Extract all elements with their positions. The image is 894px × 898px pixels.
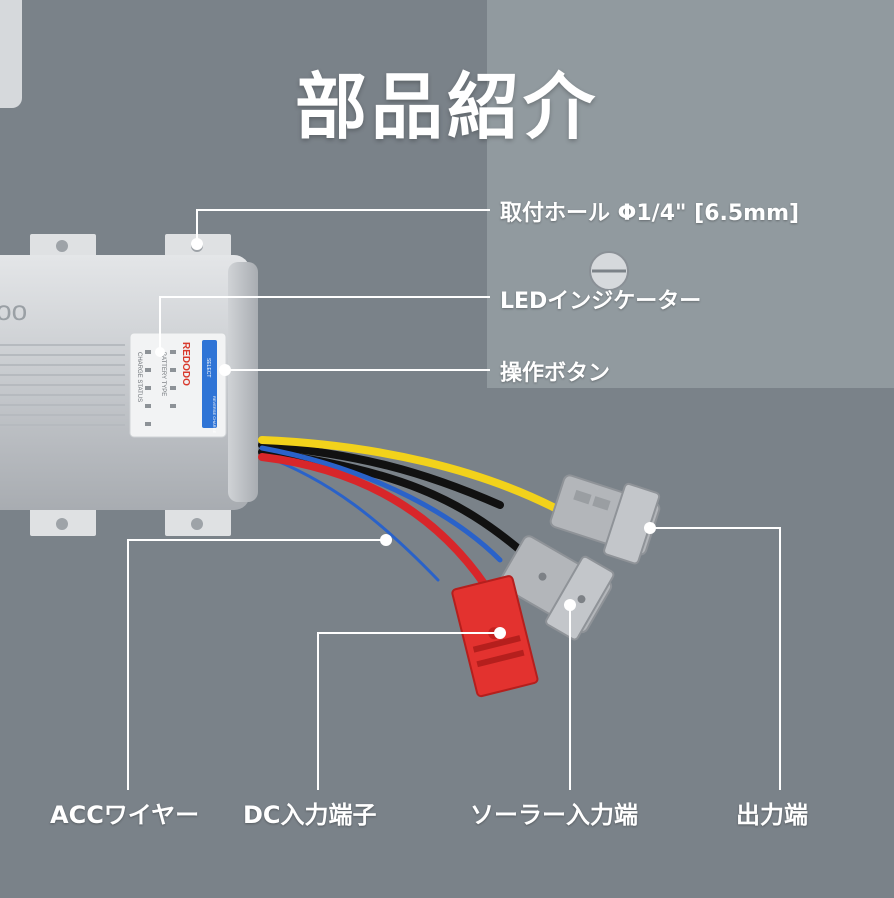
callout-acc-wire: ACCワイヤー [50, 801, 200, 829]
housing-ribs [0, 344, 125, 426]
callout-line-led [159, 296, 490, 352]
callout-dots [155, 238, 656, 639]
callout-dc-input: DC入力端子 [243, 801, 377, 829]
callout-line-acc [127, 539, 386, 790]
callout-mounting-hole: 取付ホール Φ1/4" [6.5mm] [500, 201, 800, 226]
callout-operation-button: 操作ボタン [500, 361, 611, 386]
charge-status-text: CHARGE STATUS [136, 352, 142, 402]
callout-line-mounting-hole [196, 209, 490, 244]
wire-blue [259, 445, 503, 563]
wire-acc-blue [260, 453, 440, 582]
callout-line-output [650, 527, 781, 790]
select-button-label: SELECT [205, 358, 211, 377]
corner-panel [0, 0, 22, 108]
housing-logo-fragment: oo [0, 295, 27, 326]
callout-output: 出力端 [736, 801, 808, 829]
page-title: 部品紹介 [294, 65, 599, 149]
charger-housing [0, 255, 250, 510]
brand-logo: REDODO [180, 342, 191, 386]
wire-black-1 [258, 441, 504, 509]
wire-red [258, 453, 489, 589]
battery-type-text: BATTERY TYPE [160, 352, 166, 396]
output-connector [549, 474, 661, 565]
led-indicator-icon [145, 350, 176, 426]
solar-input-connector [498, 535, 615, 641]
callout-line-dc [317, 632, 500, 790]
wall-screw-icon [589, 251, 629, 291]
wire-yellow [258, 436, 559, 512]
reverse-charge-label: REVERSE CHARGE [212, 396, 217, 434]
select-button[interactable]: SELECT REVERSE CHARGE [202, 340, 217, 434]
wall-panel [487, 0, 894, 388]
callout-solar-input: ソーラー入力端 [470, 801, 638, 829]
wire-bundle [258, 436, 559, 589]
callout-led-indicator: LEDインジケーター [500, 289, 702, 314]
housing-end-cap [228, 262, 258, 502]
callout-lines [127, 209, 781, 790]
